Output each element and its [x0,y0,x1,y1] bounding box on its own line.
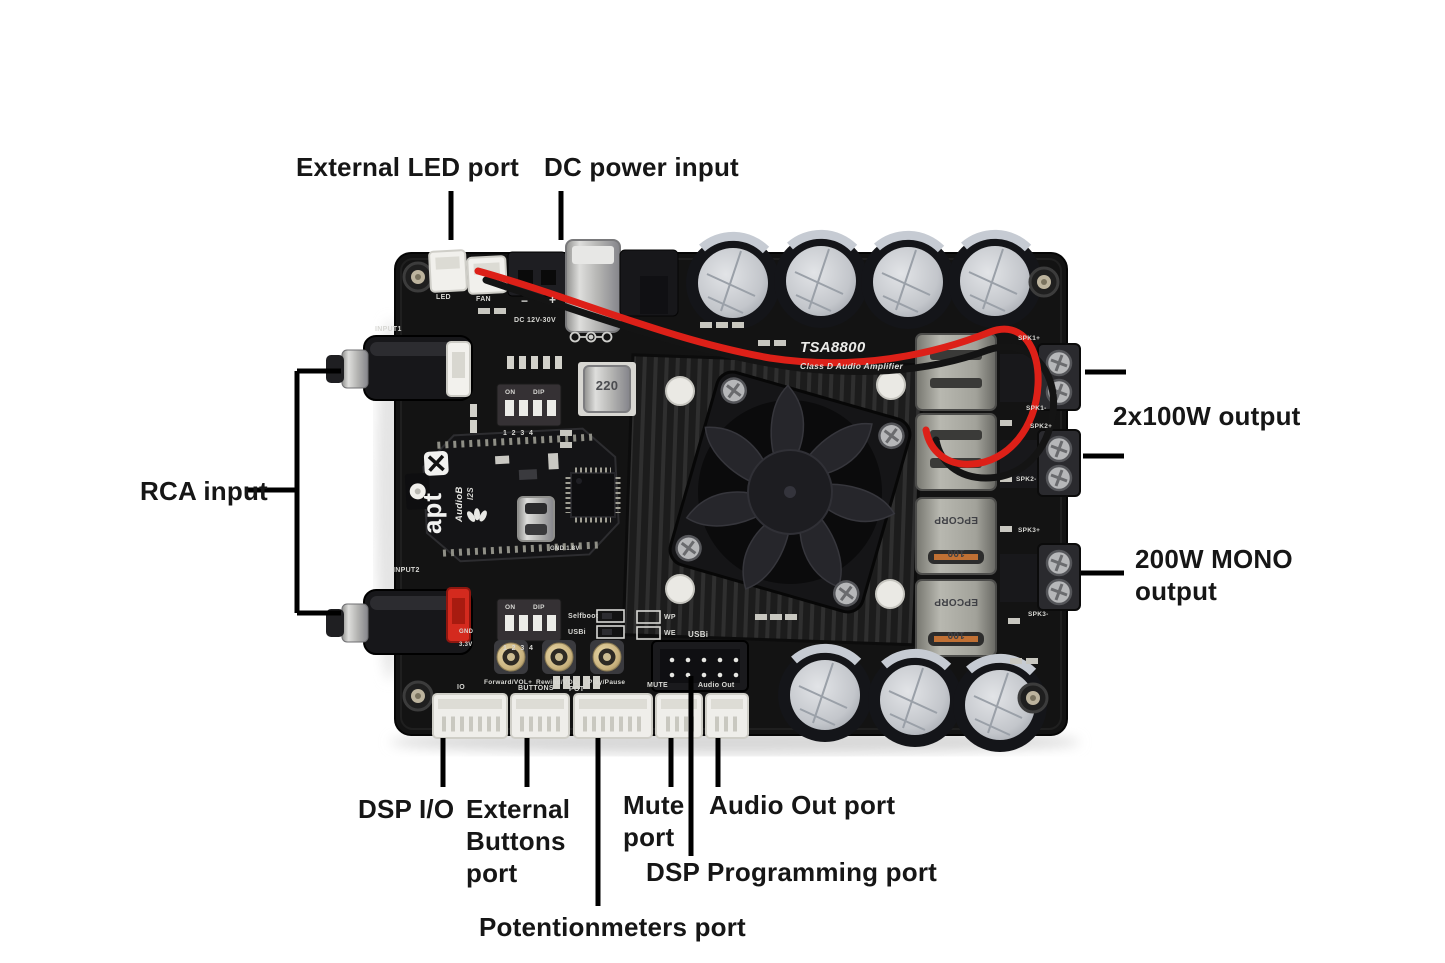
silk-inductor-epcorp-1: 100 EPCORP [923,503,989,580]
silk-spk2-plus: SPK2+ [1030,423,1053,430]
callout-external-buttons-line2: Buttons [466,826,566,856]
bottom-connectors [432,693,749,739]
inductor-220 [578,362,636,416]
usbi-programming-header [651,640,749,692]
silk-model-subtitle: Class D Audio Amplifier [800,361,904,371]
dsp-chip [565,467,621,523]
callout-lines [247,191,1126,906]
callout-dsp-programming-port: DSP Programming port [646,857,938,887]
inductor2-brand: EPCORP [933,596,979,607]
silk-buttons: BUTTONS [518,685,554,692]
callout-2x100w-output: 2x100W output [1113,401,1301,431]
media-buttons [494,640,624,674]
rca-latch-white [446,341,471,397]
audiob-i2s-module [404,427,620,563]
silk-module-name: AudioB [454,486,465,522]
silk-module-logo: apt [417,492,447,534]
led-connector [428,249,468,293]
silk-spk1-plus: SPK1+ [1018,335,1041,342]
silk-dip1-on: ON [505,389,516,396]
callout-external-buttons-line3: port [466,858,518,888]
silk-inductor-220: 220 [595,378,619,393]
silk-spk3-plus: SPK3+ [1018,527,1041,534]
callout-external-led-port: External LED port [296,152,519,182]
callout-dc-power-input: DC power input [544,152,739,182]
dc-polarity-symbol [569,331,613,343]
callout-mute-port-line2: port [623,822,675,852]
silk-gnd: GND [459,629,474,635]
silk-input2: INPUT2 [393,567,420,574]
silk-input1: INPUT1 [375,326,402,333]
rca-jack-input1 [326,335,473,401]
silk-audio-out: Audio Out [698,682,735,689]
filter-capacitors-bottom [778,648,1047,752]
silk-pot: POT [569,686,585,693]
silk-btn-forward: Forward/VOL+ [484,679,533,686]
black-wire [482,276,1058,482]
callout-mute-port-line1: Mute [623,790,685,820]
silk-gnd-1v8: GND 1.8V [550,546,580,552]
rca-latch-red [446,587,471,643]
silk-io: IO [457,684,465,691]
callout-dsp-io: DSP I/O [358,794,455,824]
silk-minus: − [521,294,529,308]
silk-dip1-label: DIP [533,389,545,396]
inductor1-value: 100 [947,547,965,558]
cooling-fan [668,370,912,614]
silk-wp: WP [664,614,676,621]
standoff-posts [665,370,906,609]
silk-usbi-header: USBi [688,630,709,639]
module-leaf-icon [466,508,487,522]
silk-plus: + [549,293,557,307]
inductor1-brand: EPCORP [933,514,979,525]
io-connector [432,693,508,739]
silk-dip2-pins: 1 2 3 4 [503,645,534,652]
silk-spk3-minus: SPK3- [1028,611,1049,618]
silk-inductor-epcorp-2: 100 EPCORP [923,585,989,662]
selfboot-usbi-jumpers [596,609,661,640]
callout-external-buttons-line1: External [466,794,571,824]
aptx-logo [423,450,449,476]
callout-200w-mono-line2: output [1135,576,1218,606]
callout-200w-mono-line1: 200W MONO [1135,544,1293,574]
silk-dip2-label: DIP [533,604,545,611]
callout-rca-input: RCA input [140,476,268,506]
silk-fan: FAN [476,296,491,303]
silk-we: WE [664,630,676,637]
mute-connector [655,693,703,739]
silk-usbi-jumper: USBi [568,629,586,636]
silk-spk2-minus: SPK2- [1016,476,1037,483]
red-wire [474,267,1042,468]
callout-potentiometers-port: Potentionmeters port [479,912,746,942]
silk-model: TSA8800 [800,339,866,356]
silk-mute: MUTE [647,682,669,689]
inductor2-value: 100 [947,629,965,640]
silk-selfboot: Selfboot [568,613,599,620]
audio-out-connector [705,693,749,739]
dip-switch-2 [496,598,562,642]
silk-dc-range: DC 12V-30V [514,317,556,324]
rca-jack-input2 [326,589,473,655]
silk-dip2-on: ON [505,604,516,611]
power-wires [474,267,1058,482]
silk-module-bus: I2S [466,487,475,500]
buttons-connector [510,693,570,739]
bracket-rca-input [247,368,341,616]
silk-led: LED [436,294,451,301]
pot-connector [573,693,653,739]
silk-3v3: 3.3V [459,642,473,648]
callout-audio-out-port: Audio Out port [709,790,896,820]
silk-btn-play: Play/Pause [588,679,626,686]
dip-switch-1 [496,383,562,427]
micro-usb-connector [517,496,555,542]
silk-btn-rewind: Rewind/VOL- [536,679,580,686]
silk-dip1-pins: 1 2 3 4 [503,430,534,437]
silk-spk1-minus: SPK1- [1026,405,1047,412]
